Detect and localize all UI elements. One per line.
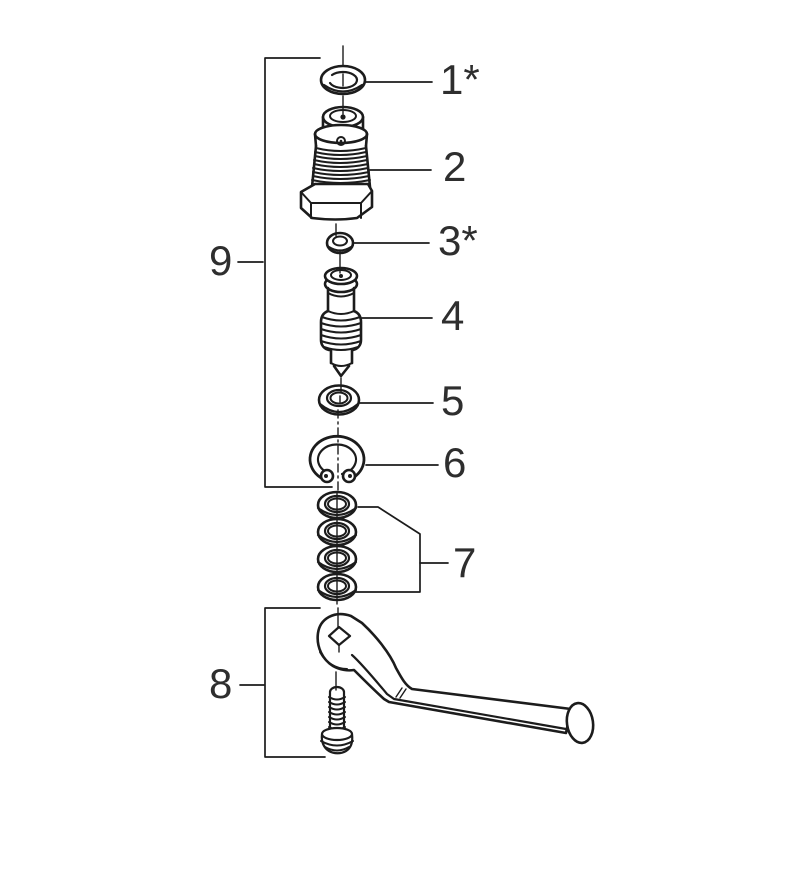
part-label-1: 1*	[440, 56, 480, 103]
centerlines	[335, 45, 344, 691]
leader-7-bracket	[355, 506, 421, 593]
bracket-group-8	[239, 607, 326, 758]
lever-knob-tip	[565, 701, 595, 745]
part-4-valve-stem	[319, 266, 363, 378]
part-2-threads	[311, 147, 371, 188]
part-label-5: 5	[441, 377, 464, 424]
part-8-lever-handle	[316, 612, 595, 745]
part-label-3: 3*	[438, 217, 478, 264]
part-8-screw	[320, 685, 354, 755]
bracket-group-9	[237, 57, 333, 488]
part-6-snap-ring	[308, 434, 366, 484]
part-label-2: 2	[443, 143, 466, 190]
part-4-threads	[320, 310, 362, 351]
part-label-8: 8	[209, 660, 232, 707]
leader-lines	[353, 81, 449, 593]
part-5-washer	[317, 384, 361, 416]
part-labels: 1* 2 3* 4 5 6 7 8 9	[209, 56, 480, 707]
part-3-o-ring-small	[325, 231, 355, 255]
part-label-4: 4	[441, 292, 464, 339]
part-2-bonnet-nut	[299, 105, 374, 221]
part-label-6: 6	[443, 439, 466, 486]
lever-hash-marks	[395, 687, 407, 699]
part-label-9: 9	[209, 237, 232, 284]
part-label-7: 7	[453, 539, 476, 586]
